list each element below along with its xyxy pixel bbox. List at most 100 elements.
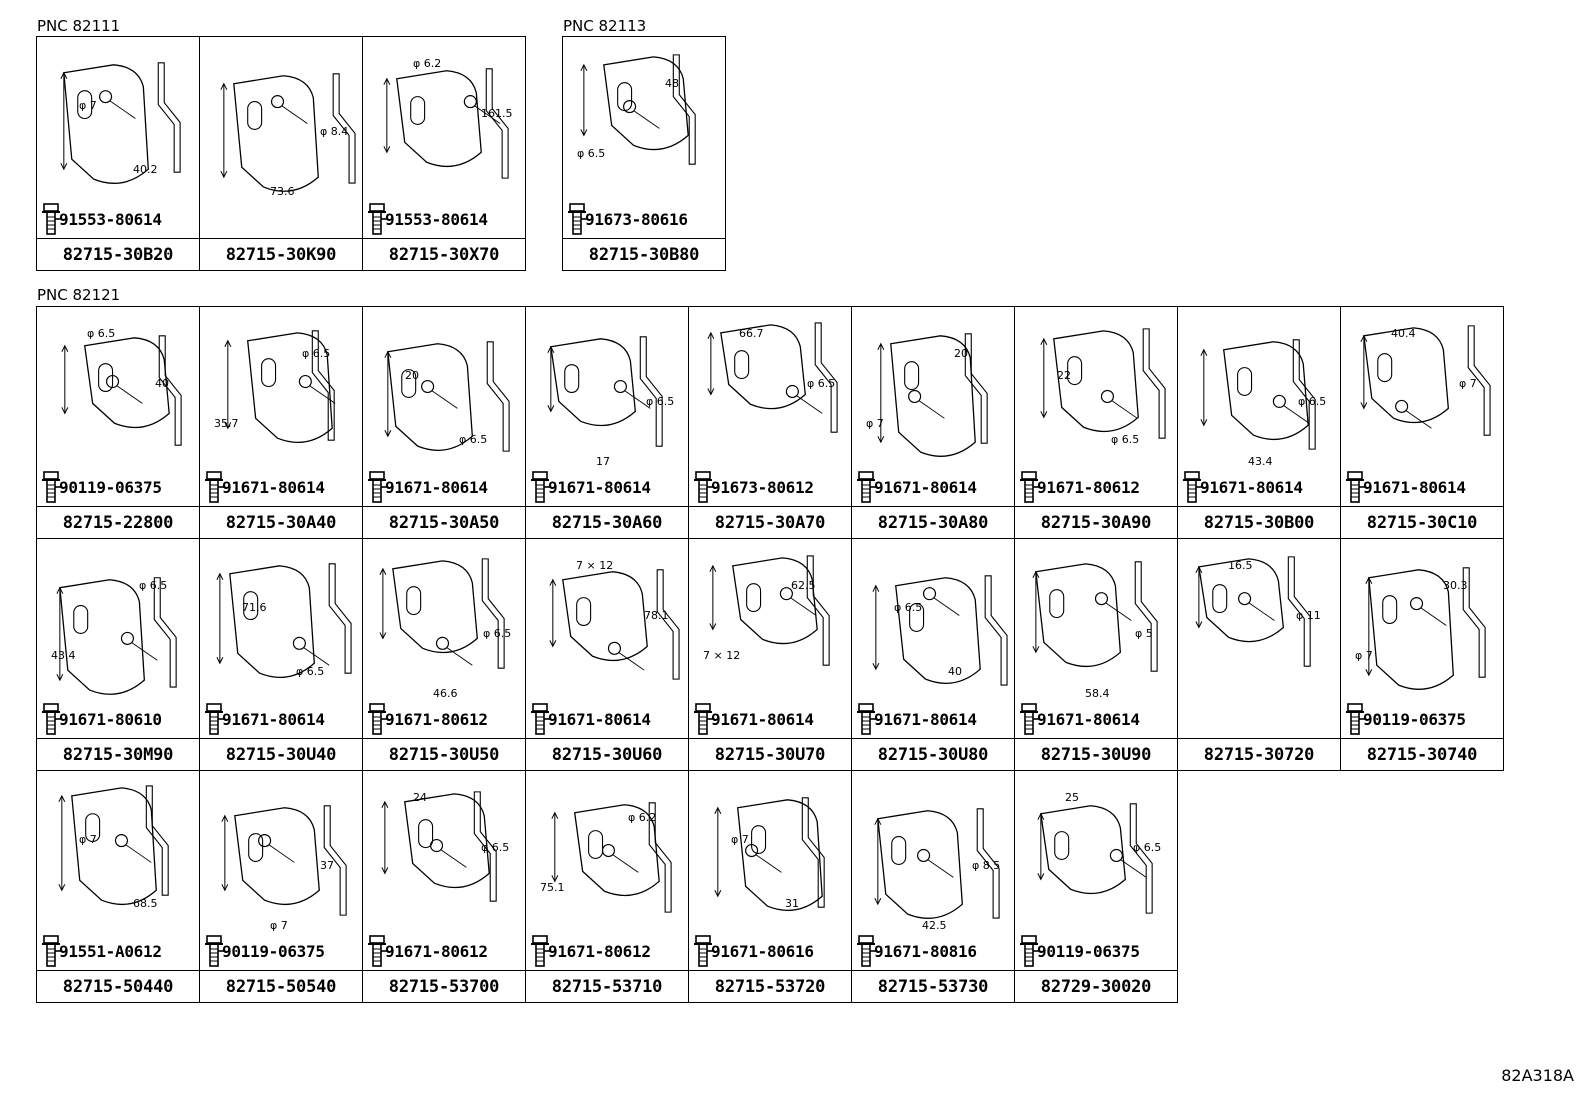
dimension-label: φ 6.2	[413, 57, 442, 70]
bolt-part-number[interactable]: 91673-80612	[711, 477, 814, 497]
part-number[interactable]: 82715-30K90	[200, 238, 362, 270]
part-number[interactable]: 82715-30C10	[1341, 506, 1503, 538]
bolt-part-number[interactable]: 91671-80614	[222, 477, 325, 497]
part-number[interactable]: 82715-30X70	[363, 238, 525, 270]
part-number[interactable]: 82715-30A80	[852, 506, 1014, 538]
part-number[interactable]: 82715-53730	[852, 970, 1014, 1002]
part-number[interactable]: 82715-53720	[689, 970, 851, 1002]
dimension-label: φ 6.5	[1111, 433, 1140, 446]
bolt-part-number[interactable]: 91671-80614	[874, 709, 977, 729]
bolt-part-number[interactable]: 91671-80614	[385, 477, 488, 497]
bracket-illustration	[56, 577, 177, 695]
bolt-part-number[interactable]: 91671-80612	[385, 941, 488, 961]
part-number[interactable]: 82715-30A90	[1015, 506, 1177, 538]
part-number[interactable]: 82715-30B20	[37, 238, 199, 270]
bolt-icon	[1020, 703, 1039, 735]
part-number[interactable]: 82715-30M90	[37, 738, 199, 770]
bolt-icon	[42, 203, 61, 235]
bolt-callout: 91671-80614	[856, 702, 977, 736]
bolt-part-number[interactable]: 90119-06375	[1363, 709, 1466, 729]
part-number[interactable]: 82715-30U60	[526, 738, 688, 770]
bolt-part-number[interactable]: 91671-80610	[59, 709, 162, 729]
part-number[interactable]: 82715-30720	[1178, 738, 1340, 770]
part-number[interactable]: 82715-30U80	[852, 738, 1014, 770]
bolt-part-number[interactable]: 91671-80614	[711, 709, 814, 729]
bolt-part-number[interactable]: 91553-80614	[59, 209, 162, 229]
bolt-callout: 91553-80614	[41, 202, 162, 236]
part-number[interactable]: 82715-30A50	[363, 506, 525, 538]
part-number[interactable]: 82715-30A70	[689, 506, 851, 538]
bolt-icon	[857, 703, 876, 735]
bolt-part-number[interactable]: 91671-80816	[874, 941, 977, 961]
part-number[interactable]: 82715-30740	[1341, 738, 1503, 770]
part-number[interactable]: 82715-30U90	[1015, 738, 1177, 770]
bolt-part-number[interactable]: 91671-80614	[1037, 709, 1140, 729]
bolt-part-number[interactable]: 91671-80614	[874, 477, 977, 497]
part-number[interactable]: 82715-30U40	[200, 738, 362, 770]
bolt-part-number[interactable]: 91671-80616	[711, 941, 814, 961]
part-number[interactable]: 82715-30A60	[526, 506, 688, 538]
bolt-part-number[interactable]: 91671-80612	[385, 709, 488, 729]
bracket-illustration	[60, 62, 181, 184]
bolt-part-number[interactable]: 91553-80614	[385, 209, 488, 229]
part-number[interactable]: 82715-30A40	[200, 506, 362, 538]
bolt-icon	[205, 471, 224, 503]
bolt-part-number[interactable]: 91551-A0612	[59, 941, 162, 961]
part-number[interactable]: 82729-30020	[1015, 970, 1177, 1002]
bolt-part-number[interactable]: 91671-80614	[548, 709, 651, 729]
bolt-part-number[interactable]: 91671-80614	[222, 709, 325, 729]
part-number[interactable]: 82715-53700	[363, 970, 525, 1002]
part-number[interactable]: 82715-30U70	[689, 738, 851, 770]
bolt-part-number[interactable]: 91671-80612	[548, 941, 651, 961]
bolt-part-number[interactable]: 91671-80614	[548, 477, 651, 497]
part-number[interactable]: 82715-22800	[37, 506, 199, 538]
part-number[interactable]: 82715-30U50	[363, 738, 525, 770]
bolt-part-number[interactable]: 90119-06375	[59, 477, 162, 497]
bolt-part-number[interactable]: 90119-06375	[222, 941, 325, 961]
part-number[interactable]: 82715-50440	[37, 970, 199, 1002]
bolt-callout: 91671-80614	[204, 702, 325, 736]
bolt-part-number[interactable]: 91673-80616	[585, 209, 688, 229]
part-number[interactable]: 82715-50540	[200, 970, 362, 1002]
dimension-label: φ 6.5	[577, 147, 606, 160]
part-number[interactable]: 82715-53710	[526, 970, 688, 1002]
bolt-part-number[interactable]: 90119-06375	[1037, 941, 1140, 961]
bolt-callout: 91671-80614	[530, 702, 651, 736]
part-number[interactable]: 82715-30B80	[563, 238, 725, 270]
bolt-callout: 91553-80614	[367, 202, 488, 236]
bolt-part-number[interactable]: 91671-80614	[1363, 477, 1466, 497]
bolt-part-number[interactable]: 91671-80614	[1200, 477, 1303, 497]
bolt-part-number[interactable]: 91671-80612	[1037, 477, 1140, 497]
part-number[interactable]: 82715-30B00	[1178, 506, 1340, 538]
